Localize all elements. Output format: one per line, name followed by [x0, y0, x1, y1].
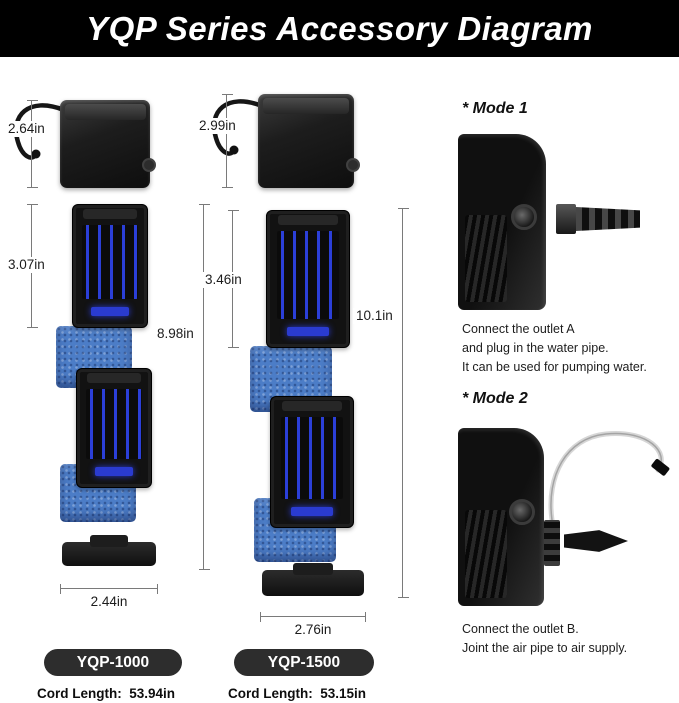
- cord-length-text: Cord Length: 53.94in: [37, 686, 176, 701]
- cartridge-slats: [85, 389, 143, 459]
- power-cord-icon: [212, 99, 265, 156]
- total-height-dimension: [397, 208, 409, 598]
- pump-outlet-icon: [346, 158, 360, 172]
- air-tube-icon: [548, 431, 670, 523]
- total-height-label: 10.1in: [353, 308, 396, 324]
- mode-2-heading: * Mode 2: [462, 390, 528, 407]
- mode-1-photo: [456, 132, 668, 314]
- cartridge-slats: [81, 225, 139, 299]
- base-width-dimension: [60, 584, 158, 595]
- filter-cartridge-photo: [76, 368, 152, 488]
- base-width-label: 2.76in: [260, 622, 366, 638]
- page-title: YQP Series Accessory Diagram: [86, 9, 593, 47]
- base-plate-photo: [62, 535, 156, 566]
- filter-cartridge-photo: [72, 204, 148, 328]
- mode-2-description: Connect the outlet B. Joint the air pipe…: [462, 622, 628, 655]
- air-fitting-icon: [544, 520, 560, 566]
- filter-cartridge-photo: [266, 210, 350, 348]
- pump-photo: [258, 94, 360, 188]
- cartridge-blue-band: [286, 327, 330, 336]
- pump-side-photo: [458, 428, 544, 606]
- outlet-a-icon: [511, 204, 537, 231]
- cord-length-text: Cord Length: 53.15in: [228, 686, 367, 701]
- model-badge: YQP-1000: [44, 649, 182, 676]
- air-nozzle-icon: [564, 530, 628, 552]
- mode-1-heading: * Mode 1: [462, 100, 528, 117]
- pump-height-label: 2.64in: [5, 121, 48, 137]
- base-plate-photo: [262, 563, 364, 596]
- base-width-label: 2.44in: [60, 594, 158, 610]
- pump-photo: [60, 100, 156, 188]
- water-pipe-connector-icon: [556, 204, 640, 234]
- pump-height-label: 2.99in: [196, 118, 239, 134]
- total-height-label: 8.98in: [154, 326, 197, 342]
- power-cord-icon: [14, 103, 67, 160]
- outlet-b-icon: [509, 499, 535, 526]
- title-banner: YQP Series Accessory Diagram: [0, 0, 679, 57]
- model-badge: YQP-1500: [234, 649, 374, 676]
- mode-2-photo: [456, 416, 674, 614]
- connector-barbs: [576, 207, 640, 231]
- base-width-dimension: [260, 612, 366, 623]
- cartridge-blue-band: [94, 467, 134, 476]
- mode-1-description: Connect the outlet A and plug in the wat…: [462, 322, 647, 374]
- cartridge-slats: [276, 231, 340, 319]
- cartridge-slats: [280, 417, 344, 499]
- connector-nut: [556, 204, 576, 234]
- filter-height-label: 3.46in: [202, 272, 245, 288]
- filter-cartridge-photo: [270, 396, 354, 528]
- pump-height-dimension: [26, 100, 38, 188]
- pump-side-photo: [458, 134, 546, 310]
- total-height-dimension: [198, 204, 210, 570]
- pump-vent-slats: [465, 214, 507, 302]
- filter-height-label: 3.07in: [5, 257, 48, 273]
- cartridge-blue-band: [90, 307, 130, 316]
- pump-height-dimension: [221, 94, 233, 188]
- cartridge-blue-band: [290, 507, 334, 516]
- pump-outlet-icon: [142, 158, 156, 172]
- pump-vent-slats: [465, 509, 507, 598]
